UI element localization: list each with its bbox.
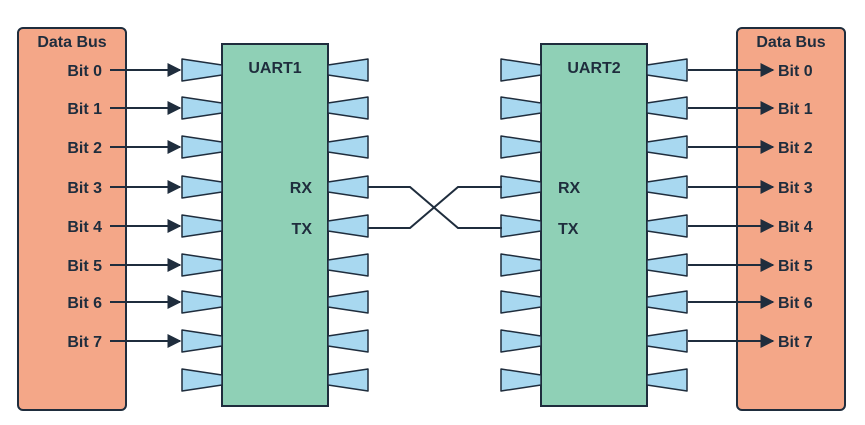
right-bit-label: Bit 5 (778, 258, 813, 275)
left-bit-label: Bit 5 (67, 258, 102, 275)
uart2-chip: UART2 RX TX (540, 43, 648, 407)
uart1-right-pin (327, 175, 369, 199)
uart1-rx-label: RX (290, 180, 313, 197)
uart1-right-pin (327, 368, 369, 392)
right-bit-label: Bit 1 (778, 101, 813, 118)
uart2-right-pin (646, 96, 688, 120)
uart1-left-pin (181, 253, 223, 277)
uart1-left-pin (181, 368, 223, 392)
left-bus-box (17, 27, 127, 411)
uart1-body (221, 43, 329, 407)
uart2-left-pin (500, 135, 542, 159)
uart1-title: UART1 (248, 60, 301, 77)
uart1-right-pin (327, 214, 369, 238)
uart2-right-pin (646, 175, 688, 199)
uart1-left-pin (181, 175, 223, 199)
uart2-left-pin (500, 175, 542, 199)
right-bit-label: Bit 0 (778, 63, 813, 80)
uart2-right-pin (646, 253, 688, 277)
right-bus-bits: Bit 0 Bit 1 Bit 2 Bit 3 Bit 4 Bit 5 Bit 6 Bit 7 (778, 63, 813, 351)
uart1-left-pin (181, 135, 223, 159)
uart2-left-pin (500, 329, 542, 353)
left-bit-label: Bit 1 (67, 101, 102, 118)
uart1-left-pin (181, 290, 223, 314)
uart1-tx-to-uart2-rx-wire (368, 186, 502, 229)
right-bit-label: Bit 3 (778, 180, 813, 197)
left-bit-label: Bit 3 (67, 180, 102, 197)
chip-pins (181, 58, 688, 392)
uart1-left-pin (181, 214, 223, 238)
right-bit-label: Bit 7 (778, 334, 813, 351)
bus-wires (110, 63, 775, 348)
rx-tx-crossover (368, 186, 502, 229)
uart1-left-pin (181, 96, 223, 120)
uart1-tx-label: TX (292, 221, 313, 238)
right-bus-box (736, 27, 846, 411)
uart2-left-pin (500, 96, 542, 120)
uart2-left-pin (500, 253, 542, 277)
uart1-right-pin (327, 290, 369, 314)
uart2-right-pin (646, 135, 688, 159)
left-bit-label: Bit 7 (67, 334, 102, 351)
left-bus-title: Data Bus (37, 34, 106, 51)
left-bit-label: Bit 6 (67, 295, 102, 312)
uart2-right-pin (646, 58, 688, 82)
uart1-right-pin (327, 135, 369, 159)
uart1-left-pin (181, 329, 223, 353)
uart1-right-pin (327, 58, 369, 82)
uart1-right-pin (327, 329, 369, 353)
right-bit-label: Bit 4 (778, 219, 813, 236)
uart2-left-pin (500, 368, 542, 392)
uart1-right-pin (327, 96, 369, 120)
left-bit-label: Bit 4 (67, 219, 102, 236)
uart2-left-pin (500, 290, 542, 314)
right-bit-label: Bit 2 (778, 140, 813, 157)
uart2-right-pin (646, 214, 688, 238)
uart1-chip: UART1 RX TX (221, 43, 329, 407)
uart2-right-pin (646, 368, 688, 392)
right-bus-title: Data Bus (756, 34, 825, 51)
uart2-right-pin (646, 290, 688, 314)
uart2-tx-label: TX (558, 221, 579, 238)
right-bit-label: Bit 6 (778, 295, 813, 312)
uart1-right-pin (327, 253, 369, 277)
uart2-left-pin (500, 58, 542, 82)
uart2-rx-label: RX (558, 180, 581, 197)
left-bit-label: Bit 0 (67, 63, 102, 80)
uart2-body (540, 43, 648, 407)
left-bit-label: Bit 2 (67, 140, 102, 157)
left-bus-bits: Bit 0 Bit 1 Bit 2 Bit 3 Bit 4 Bit 5 Bit 6 Bit 7 (67, 63, 102, 351)
uart2-title: UART2 (567, 60, 620, 77)
uart2-right-pin (646, 329, 688, 353)
uart1-left-pin (181, 58, 223, 82)
uart2-left-pin (500, 214, 542, 238)
